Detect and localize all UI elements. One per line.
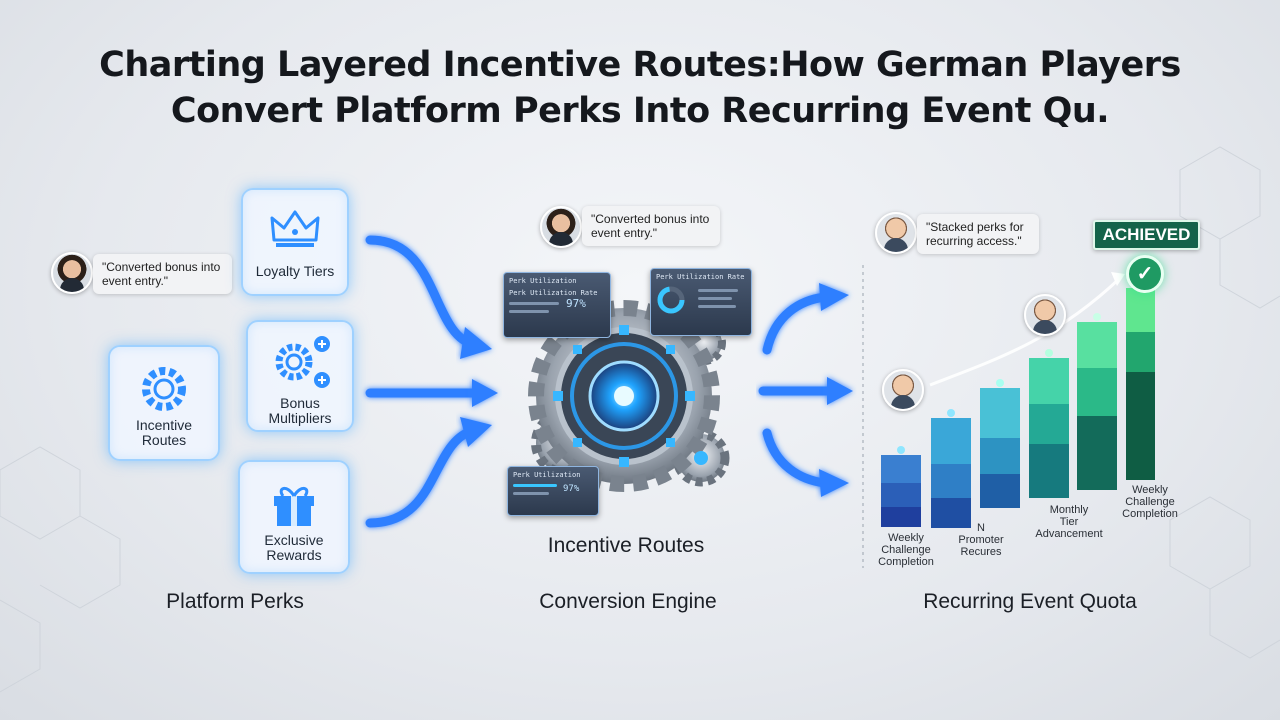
section-label-conversion-engine: Conversion Engine (539, 590, 717, 613)
avatar (51, 252, 93, 294)
gear-icon (142, 367, 186, 411)
section-label-recurring-event-quota: Recurring Event Quota (923, 590, 1137, 613)
bar-label: N Promoter Recures (958, 522, 1004, 558)
card-exclusive-rewards: Exclusive Rewards (238, 460, 350, 574)
flow-arrows-left (365, 235, 498, 528)
bar-label: Weekly Challenge Completion (878, 532, 934, 568)
panel-title: Perk Utilization (509, 277, 577, 285)
avatar (540, 206, 582, 248)
card-label: Loyalty Tiers (255, 263, 335, 279)
avatar (1024, 294, 1066, 336)
check-icon: ✓ (1126, 255, 1164, 293)
flow-arrows-right (758, 283, 853, 497)
gift-icon (274, 487, 314, 526)
panel-title: Perk Utilization Rate (656, 273, 745, 281)
card-label: Bonus Multipliers (268, 395, 332, 426)
quote-bubble: "Stacked perks for recurring access." (917, 214, 1039, 254)
page-title: Charting Layered Incentive Routes:How Ge… (99, 45, 1181, 131)
bar-label: Monthly Tier Advancement (1035, 504, 1103, 540)
stat-panel: Perk Utilization 97% (507, 466, 599, 516)
stat-panel: Perk Utilization Rate (650, 268, 752, 336)
quota-bar-chart (862, 265, 1155, 568)
card-bonus-multipliers: Bonus Multipliers (246, 320, 354, 432)
card-label: Incentive Routes (135, 417, 193, 448)
avatar (875, 212, 917, 254)
engine-inner-label: Incentive Routes (547, 534, 705, 557)
panel-title: Perk Utilization (513, 471, 581, 479)
card-incentive-routes: Incentive Routes (108, 345, 220, 461)
card-label: Exclusive Rewards (264, 532, 324, 563)
card-loyalty-tiers: Loyalty Tiers (241, 188, 349, 296)
quote-bubble: "Converted bonus into event entry." (93, 254, 232, 294)
avatar (882, 369, 924, 411)
stat-panel: Perk Utilization Perk Utilization Rate 9… (503, 272, 611, 338)
panel-value: 97% (566, 297, 586, 310)
quote-bubble: "Converted bonus into event entry." (582, 206, 720, 246)
donut-gauge-icon (657, 286, 685, 314)
conversion-gear-engine (528, 300, 730, 492)
gears-plus-icon (275, 336, 330, 388)
panel-value: 97% (563, 484, 580, 494)
achieved-badge: ACHIEVED (1093, 220, 1200, 250)
crown-icon (270, 210, 320, 247)
section-label-platform-perks: Platform Perks (166, 590, 304, 613)
bar-label: Weekly Challenge Completion (1122, 484, 1178, 520)
panel-subtitle: Perk Utilization Rate (509, 289, 598, 297)
